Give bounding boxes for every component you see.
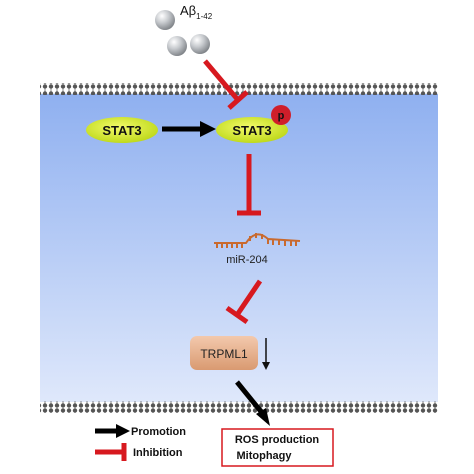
inhibition-abeta-to-stat3 <box>203 59 249 110</box>
stat3-node: STAT3 <box>86 117 158 143</box>
phospho-stat3-node: STAT3 p <box>216 105 291 143</box>
legend-inhibition-icon <box>95 443 127 461</box>
legend: Promotion Inhibition <box>95 424 186 461</box>
outcome-mitophagy-label: Mitophagy <box>237 450 293 462</box>
abeta-oligomer <box>155 10 210 56</box>
bottom-membrane <box>40 401 438 413</box>
abeta-ball <box>190 34 210 54</box>
top-membrane <box>40 83 438 95</box>
legend-promotion-label: Promotion <box>131 426 186 438</box>
trpml1-label: TRPML1 <box>200 347 248 361</box>
mir204-hairpin-icon <box>214 233 301 248</box>
inhibition-mir204-to-trpml1 <box>225 279 263 325</box>
abeta-ball <box>167 36 187 56</box>
stat3-label: STAT3 <box>102 123 141 138</box>
mir204-label: miR-204 <box>226 254 268 266</box>
legend-inhibition-label: Inhibition <box>133 447 183 459</box>
abeta-ball <box>155 10 175 30</box>
inhibition-stat3-to-mir204 <box>237 154 261 216</box>
abeta-label: Aβ1-42 <box>180 3 213 21</box>
phospho-stat3-label: STAT3 <box>232 123 271 138</box>
promotion-arrow-stat3-phosphorylation <box>162 121 216 137</box>
outcome-box: ROS production Mitophagy <box>221 428 334 467</box>
outcome-ros-label: ROS production <box>235 434 320 446</box>
phospho-badge <box>271 105 291 125</box>
legend-promotion-arrow-icon <box>95 424 130 438</box>
trpml1-node: TRPML1 <box>190 336 258 370</box>
phospho-badge-label: p <box>278 110 285 122</box>
promotion-arrow-trpml1-to-outcome <box>235 380 270 426</box>
downregulation-arrow-icon <box>262 338 270 370</box>
